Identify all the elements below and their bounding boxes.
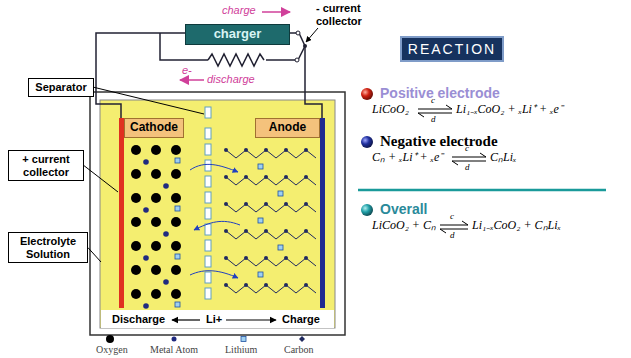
switch-pivot [303,44,307,48]
bullet-ball [361,136,373,148]
lithium-flow [190,164,240,278]
leader-line [306,28,318,42]
node-text: Separator [32,81,90,94]
direction-label: Charge [282,313,320,326]
arrow-letter: d [431,114,436,124]
ion-arrow [172,319,200,320]
node-text: Cathode [128,121,180,135]
legend-text: Carbon [284,344,313,356]
leader-line [94,87,204,114]
callout-box: Electrolyte Solution [8,232,88,263]
equation-term: Cₙ + ₓLi⁺ + ₓe⁻ [372,151,443,165]
equation-term: LiCoO₂ + Cₙ [372,219,436,233]
node-text: charger [189,27,286,42]
arrow-letter: d [450,230,455,240]
flow-label: discharge [207,73,255,86]
container [90,92,345,335]
discharge-arrow [180,79,204,81]
legend-symbols [106,335,305,343]
leader-line [88,248,101,262]
legend-text: Metal Atom [150,344,198,356]
ion-band [101,310,334,328]
charger-box: charger [185,24,290,45]
title-box: REACTION [400,36,504,62]
equation-term: Li₁₋ₓCoO₂ + CₙLiₓ [472,219,561,233]
legend-text: Oxygen [96,344,128,356]
callout-label: - current collector [316,2,378,27]
anode-graphite [224,148,316,293]
section-heading: Positive electrode [380,85,500,101]
divider-line [358,189,606,192]
section-heading: Overall [380,201,427,217]
arrow-letter: d [465,162,470,172]
switch-contact [296,31,300,35]
section-heading: Negative electrode [380,133,498,150]
direction-label: Discharge [112,313,165,326]
callout-box: Separator [28,78,94,97]
node-text: REACTION [405,41,499,57]
charge-arrow [262,11,290,13]
equilibrium-arrow [418,105,486,233]
ion-arrow [226,319,276,320]
node-text: Anode [259,121,316,135]
arrow-letter: c [465,143,469,153]
legend-text: Lithium [225,344,257,356]
callout-box: + current collector [8,150,84,181]
node-text: Electrolyte Solution [12,235,84,260]
electron-label: e- [182,64,192,77]
leader-line [84,166,118,192]
resistor-symbol [208,54,264,66]
flow-label: charge [222,4,256,17]
bullet-ball [361,88,373,100]
ion-label: Li+ [206,313,222,326]
electrolyte [100,100,335,328]
switch-contact [295,58,299,62]
anode-label: Anode [255,118,320,138]
arrow-letter: c [450,211,454,221]
separator [205,107,211,299]
cathode-label: Cathode [124,118,184,138]
equation-term: LiCoO₂ [372,103,409,117]
cathode-lattice [131,145,181,309]
arrow-letter: c [431,95,435,105]
bullet-ball [361,204,373,216]
positive-collector [119,118,124,308]
equation-term: Li₁₋ₓCoO₂ + ₓLi⁺ + ₓe⁻ [456,103,563,117]
circuit-wire [96,33,322,118]
node-text: + current collector [12,153,80,178]
negative-collector [320,118,325,308]
equation-term: CₙLiₓ [490,151,516,165]
